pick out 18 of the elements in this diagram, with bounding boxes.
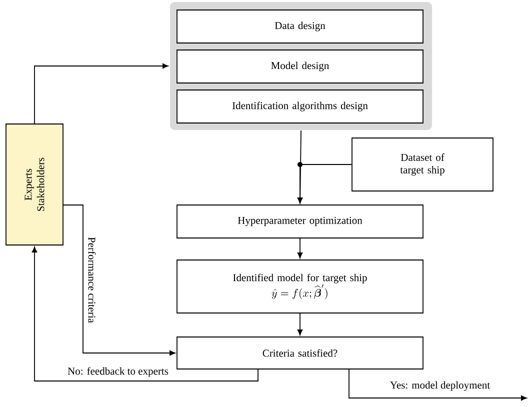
- stakeholder-box: Experts Stakeholders: [6, 124, 64, 246]
- process-box: Model design: [176, 50, 424, 84]
- process-box: Identification algorithms design: [176, 90, 424, 124]
- edge-label: No: feedback to experts: [66, 366, 170, 378]
- process-box: Identified model for target ship $\hat{y} = f(x;\widehat{\boldsymbol{\beta}}')$: [176, 260, 424, 314]
- edge-label: Performance criteria: [87, 236, 97, 324]
- arrow: [348, 369, 527, 401]
- arrow: [297, 313, 303, 336]
- process-box: Hyperparameter optimization: [176, 204, 424, 238]
- arrow: [63, 204, 176, 356]
- data-box: Dataset of target ship: [352, 138, 494, 192]
- edge-label: Yes: model deployment: [388, 380, 492, 392]
- arrow: [297, 162, 352, 204]
- arrow: [34, 63, 168, 124]
- arrow: [32, 246, 258, 382]
- arrow: [297, 238, 303, 258]
- process-box: Data design: [176, 10, 424, 44]
- decision-box: Criteria satisfied?: [176, 336, 424, 370]
